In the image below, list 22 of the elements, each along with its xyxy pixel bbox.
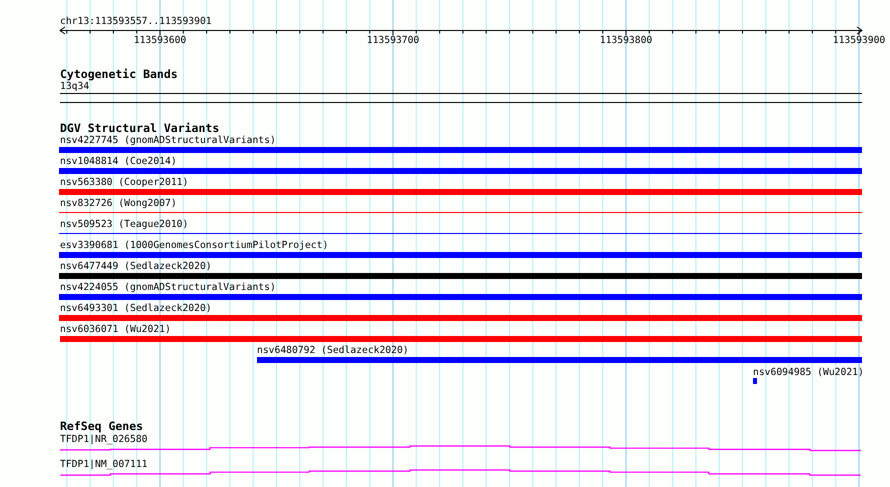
variant-label: nsv509523 (Teague2010): [60, 219, 188, 230]
variant-label: nsv563380 (Cooper2011): [60, 177, 188, 188]
variant-label: nsv6480792 (Sedlazeck2020): [257, 345, 409, 356]
band-label: 13q34: [60, 81, 90, 92]
variant-label: nsv6036071 (Wu2021): [60, 324, 171, 335]
coordinate-label: chr13:113593557..113593901: [60, 16, 212, 27]
tick-label: 113593600: [134, 35, 186, 46]
tick-label: 113593900: [832, 35, 886, 46]
track-title: DGV Structural Variants: [60, 122, 220, 134]
variant-label: esv3390681 (1000GenomesConsortiumPilotProject): [60, 240, 328, 251]
variant-label: nsv4227745 (gnomADStructuralVariants): [60, 135, 276, 146]
tick-label: 113593800: [600, 35, 652, 46]
variant-label: nsv6094985 (Wu2021): [753, 366, 864, 378]
variant-label: nsv832726 (Wong2007): [60, 198, 177, 209]
variant-label: nsv6493301 (Sedlazeck2020): [60, 303, 212, 314]
gene-label: TFDP1|NM_007111: [60, 458, 148, 470]
variant-label: nsv6477449 (Sedlazeck2020): [60, 261, 212, 272]
track-title: RefSeq Genes: [60, 420, 144, 432]
variant-label: nsv1048814 (Coe2014): [60, 156, 177, 167]
variant-label: nsv4224055 (gnomADStructuralVariants): [60, 282, 276, 293]
tick-label: 113593700: [366, 35, 420, 46]
gene-label: TFDP1|NR_026580: [60, 434, 148, 444]
